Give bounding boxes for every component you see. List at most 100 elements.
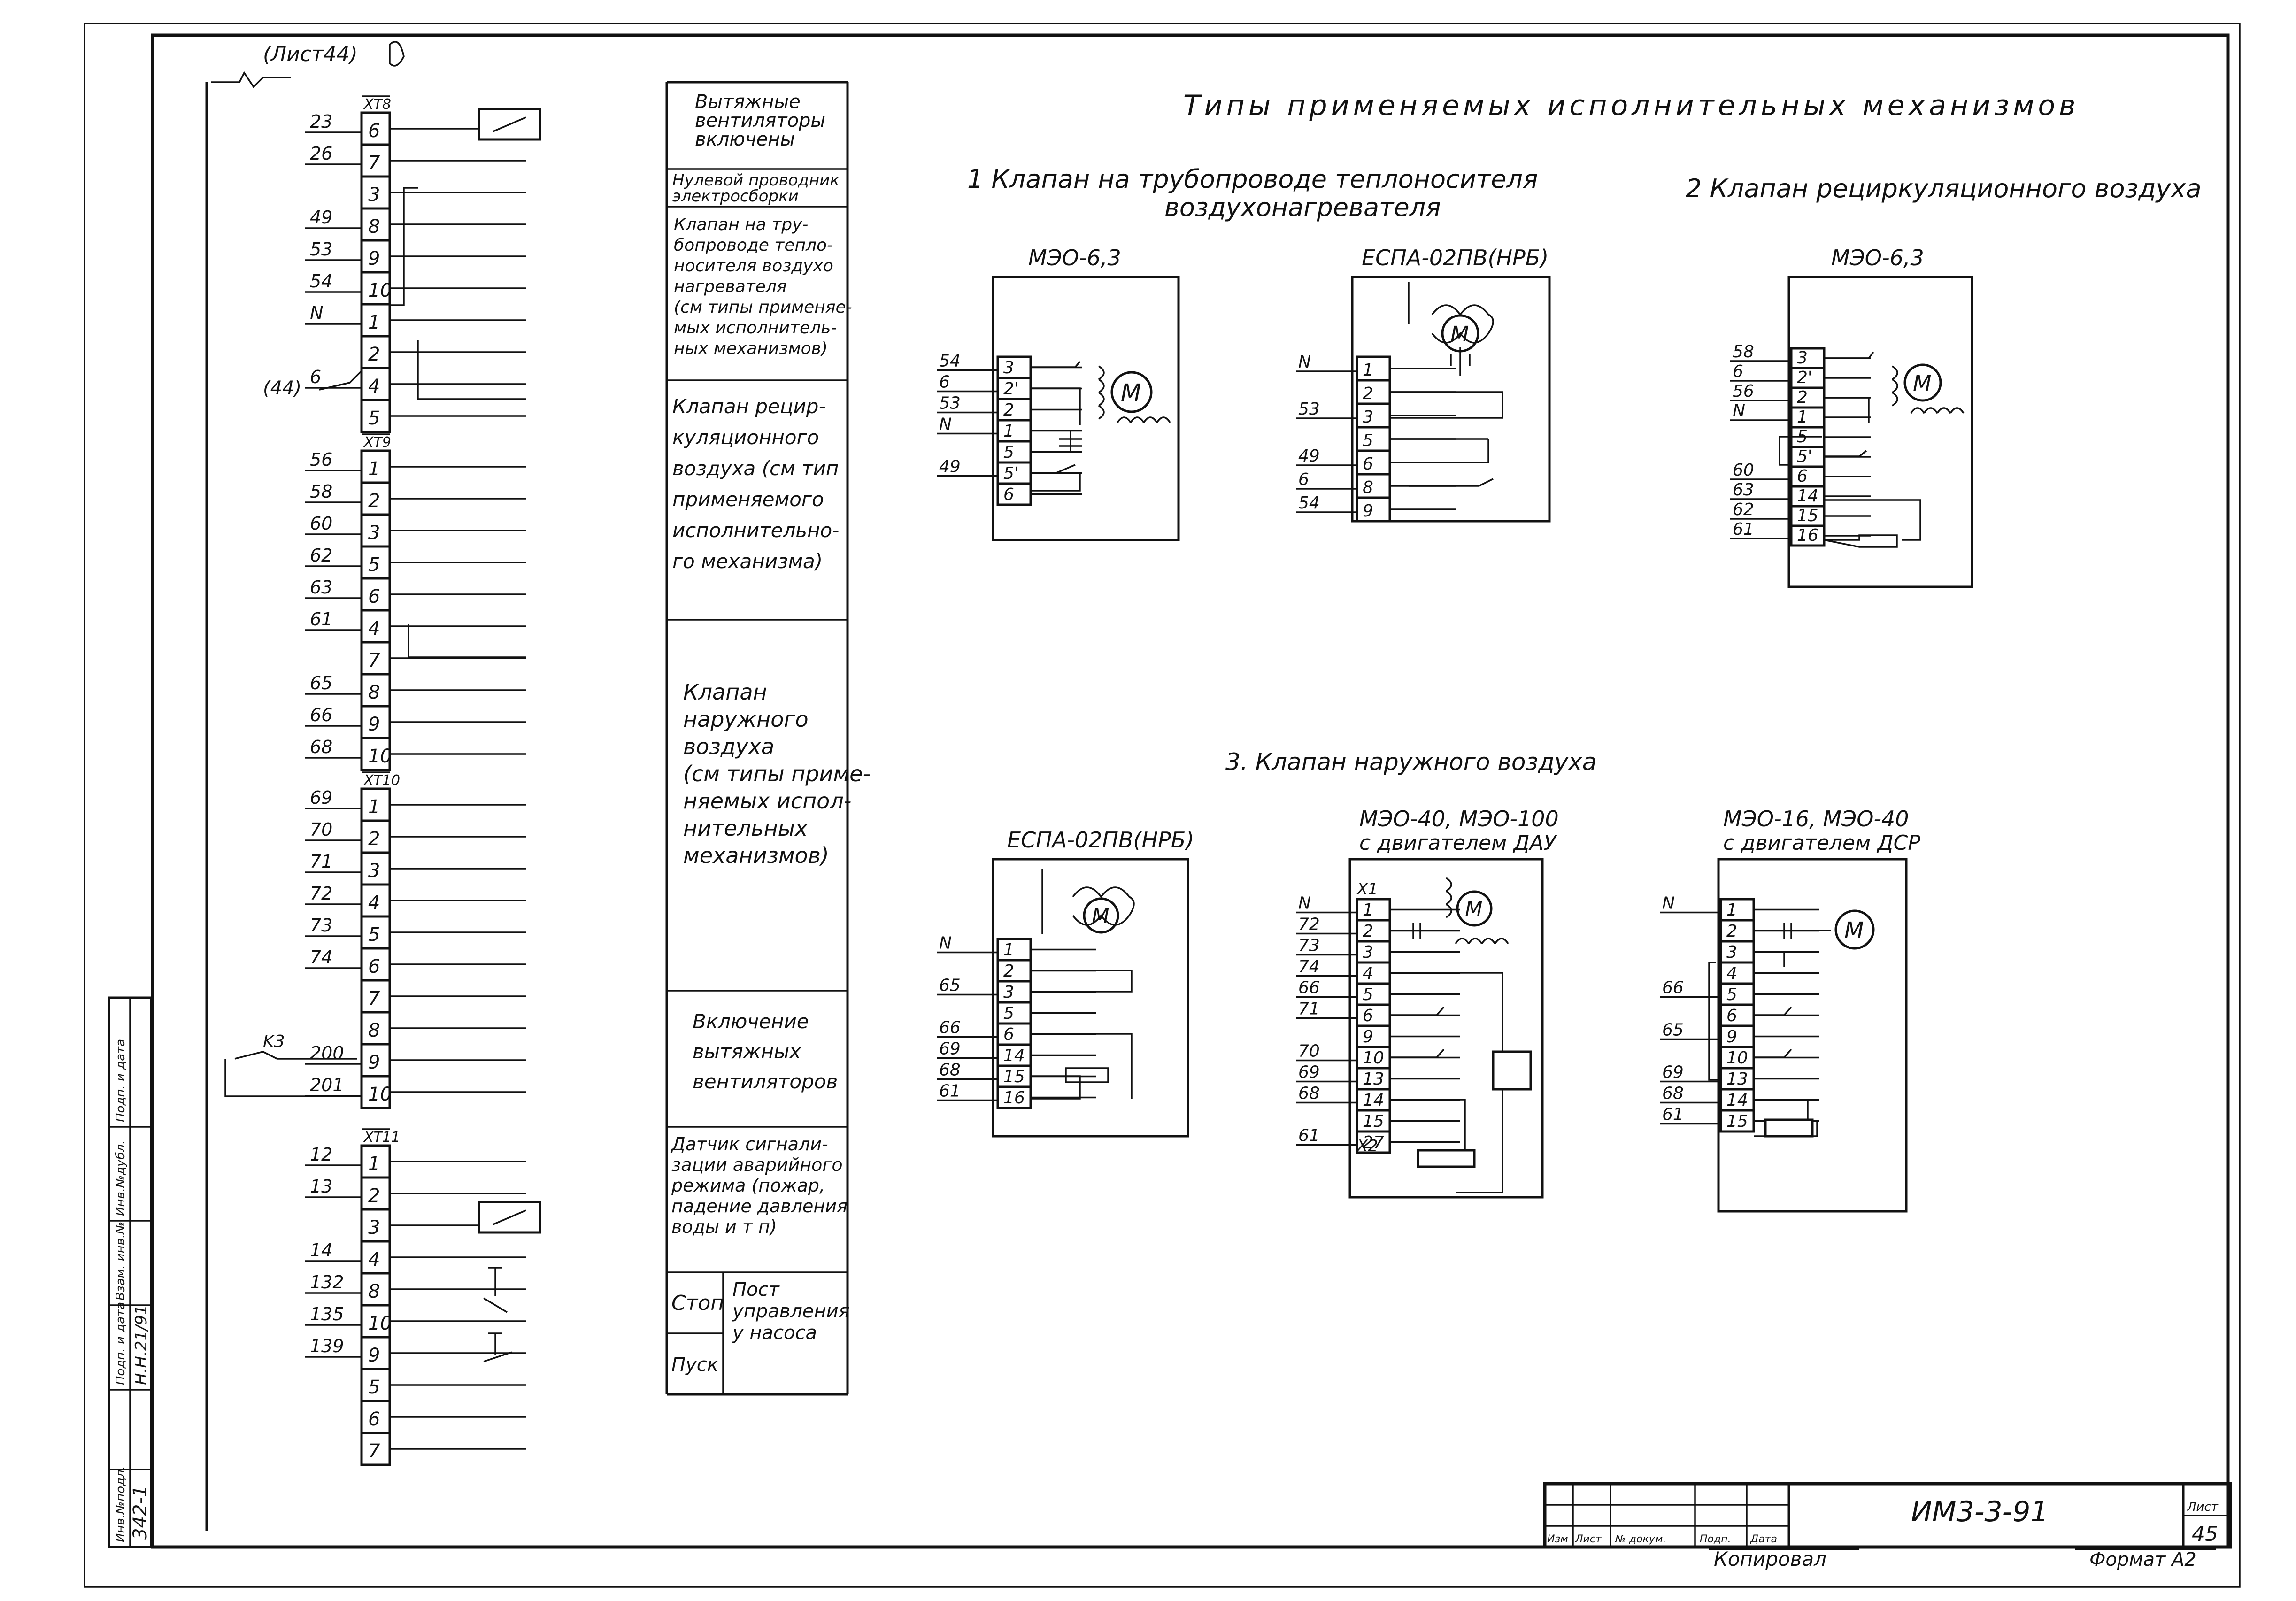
d5-wire-number: 68 bbox=[1298, 1084, 1320, 1103]
d5-terminal-number: 4 bbox=[1363, 964, 1373, 983]
terminal-cell bbox=[360, 545, 391, 580]
strip-val-inv: 342-1 bbox=[130, 1486, 151, 1540]
motor-icon bbox=[1110, 371, 1153, 413]
legend-pump-station: у насоса bbox=[732, 1322, 817, 1344]
d4-terminal-number: 15 bbox=[1003, 1067, 1025, 1086]
legend-alarm-sensor: падение давления bbox=[671, 1196, 848, 1216]
terminal-number: 5 bbox=[368, 408, 380, 429]
d6-terminal-cell bbox=[1719, 1046, 1755, 1070]
d1-wire-number: 54 bbox=[939, 352, 961, 371]
winding-coil bbox=[1910, 407, 1965, 414]
legend-exhaust-fans-start: вытяжных bbox=[693, 1040, 801, 1063]
d5-terminal-cell bbox=[1356, 1046, 1391, 1070]
d1-terminal-number: 5 bbox=[1003, 443, 1014, 462]
terminal-number: 8 bbox=[368, 1020, 380, 1041]
legend-neutral-wire: Нулевой проводник bbox=[672, 171, 840, 190]
terminal-number: 7 bbox=[368, 152, 380, 174]
stamp-sheet-number: 45 bbox=[2192, 1522, 2218, 1546]
d3-terminal-number: 3 bbox=[1797, 348, 1808, 368]
section-2-title: 2 Клапан рециркуляционного воздуха bbox=[1686, 174, 2202, 203]
terminal-number: 7 bbox=[368, 650, 380, 671]
d5-terminal-number: 9 bbox=[1363, 1027, 1373, 1047]
d3-wire-number: 58 bbox=[1733, 342, 1754, 362]
motor-icon bbox=[1456, 890, 1493, 927]
d1-wiring bbox=[1031, 430, 1082, 492]
d2-motor-winding bbox=[1408, 282, 1494, 344]
d4-wire-number: 65 bbox=[939, 976, 961, 995]
motor-letter: М bbox=[1465, 898, 1482, 921]
d5-terminal-number: 27 bbox=[1363, 1133, 1384, 1152]
d1-terminal-number: 2 bbox=[1003, 400, 1014, 420]
d4-title: ЕСПА-02ПВ(НРБ) bbox=[1007, 827, 1194, 853]
k3-return bbox=[224, 1059, 362, 1097]
d5-wire-number: 69 bbox=[1298, 1063, 1320, 1082]
k3-label: K3 bbox=[263, 1032, 285, 1051]
terminal-number: 4 bbox=[368, 892, 380, 914]
d3-wire-number: 56 bbox=[1733, 382, 1754, 401]
d2-terminal-cell bbox=[1356, 473, 1391, 499]
stamp-copied: Копировал bbox=[1714, 1547, 1826, 1570]
sheet-ref: (Лист44) bbox=[263, 42, 358, 66]
bridge-line bbox=[408, 624, 526, 658]
d5-wire-number: 73 bbox=[1298, 936, 1320, 955]
d6-terminal-number: 5 bbox=[1726, 985, 1737, 1004]
stamp-col-izm: Изм bbox=[1547, 1533, 1568, 1545]
d3-terminal-number: 15 bbox=[1797, 506, 1818, 525]
terminal-number: 2 bbox=[368, 828, 380, 850]
d6-wiring bbox=[1754, 923, 1831, 967]
winding-coil bbox=[1892, 365, 1898, 407]
d4-wire-number: N bbox=[939, 934, 952, 953]
d5-wire-number: 61 bbox=[1298, 1126, 1320, 1146]
wire-number: 56 bbox=[310, 449, 332, 470]
d6-terminal-number: 3 bbox=[1726, 943, 1737, 962]
d6-bridge bbox=[1708, 962, 1721, 1081]
d4-wire-number: 66 bbox=[939, 1018, 961, 1038]
wire-number: 6 bbox=[310, 367, 321, 387]
legend-neutral-wire: электросборки bbox=[672, 187, 799, 206]
section-1-title-b: воздухонагревателя bbox=[1164, 192, 1441, 222]
d4-motor-winding bbox=[1041, 869, 1135, 934]
d2-terminal-cell bbox=[1356, 355, 1391, 382]
legend-outdoor-valve: (см типы приме- bbox=[683, 761, 871, 786]
d6-wire-number: 66 bbox=[1662, 978, 1684, 998]
d1-terminal-cell bbox=[996, 440, 1032, 464]
d5-wiring bbox=[1390, 1006, 1466, 1160]
d2-wiring bbox=[1390, 391, 1503, 487]
d4-terminal-cell bbox=[996, 1001, 1032, 1025]
d3-terminal-cell bbox=[1790, 386, 1826, 409]
stamp-sheet-label: Лист bbox=[2187, 1500, 2219, 1514]
d1-terminal-number: 1 bbox=[1003, 422, 1014, 441]
wire-number: 66 bbox=[310, 705, 332, 725]
d4-wire-number: 61 bbox=[939, 1082, 961, 1101]
d2-terminal-cell bbox=[1356, 496, 1391, 523]
d4-terminal-number: 14 bbox=[1003, 1046, 1025, 1065]
d5-relay-box bbox=[1492, 1050, 1532, 1091]
d2-terminal-number: 6 bbox=[1363, 454, 1373, 474]
legend-recirc-valve: воздуха (см тип bbox=[672, 457, 839, 480]
d4-wiring bbox=[1031, 970, 1133, 1100]
terminal-cell bbox=[360, 1304, 391, 1339]
legend-heat-valve: носителя воздухо bbox=[674, 256, 833, 276]
d5-terminal-cell bbox=[1356, 919, 1391, 943]
d4-terminal-cell bbox=[996, 1022, 1032, 1046]
d3-potentiometer bbox=[1824, 499, 1921, 548]
d3-terminal-number: 2 bbox=[1797, 388, 1808, 407]
section-3-title: 3. Клапан наружного воздуха bbox=[1225, 748, 1596, 776]
d5-terminal-cell bbox=[1356, 961, 1391, 985]
terminal-cell bbox=[360, 513, 391, 548]
legend-alarm-sensor: режима (пожар, bbox=[671, 1175, 825, 1196]
wire-number: 69 bbox=[310, 787, 332, 808]
strip-label-XT9: XT9 bbox=[363, 434, 391, 451]
d5-terminal-number: 5 bbox=[1363, 985, 1373, 1004]
ref-44-label: (44) bbox=[263, 377, 301, 399]
legend-alarm-sensor: Датчик сигнали- bbox=[670, 1134, 828, 1155]
d3-wire-number: 6 bbox=[1733, 362, 1743, 381]
d1-terminal-cell bbox=[996, 398, 1032, 422]
d5-wire-number: 70 bbox=[1298, 1042, 1320, 1061]
d5-wire-number: 66 bbox=[1298, 978, 1320, 998]
strip-label-XT8: XT8 bbox=[363, 96, 391, 113]
d1-wire-number: 49 bbox=[939, 457, 961, 477]
legend-exhaust-fans-start: вентиляторов bbox=[693, 1070, 838, 1093]
legend-heat-valve: бопроводе тепло- bbox=[674, 236, 833, 255]
